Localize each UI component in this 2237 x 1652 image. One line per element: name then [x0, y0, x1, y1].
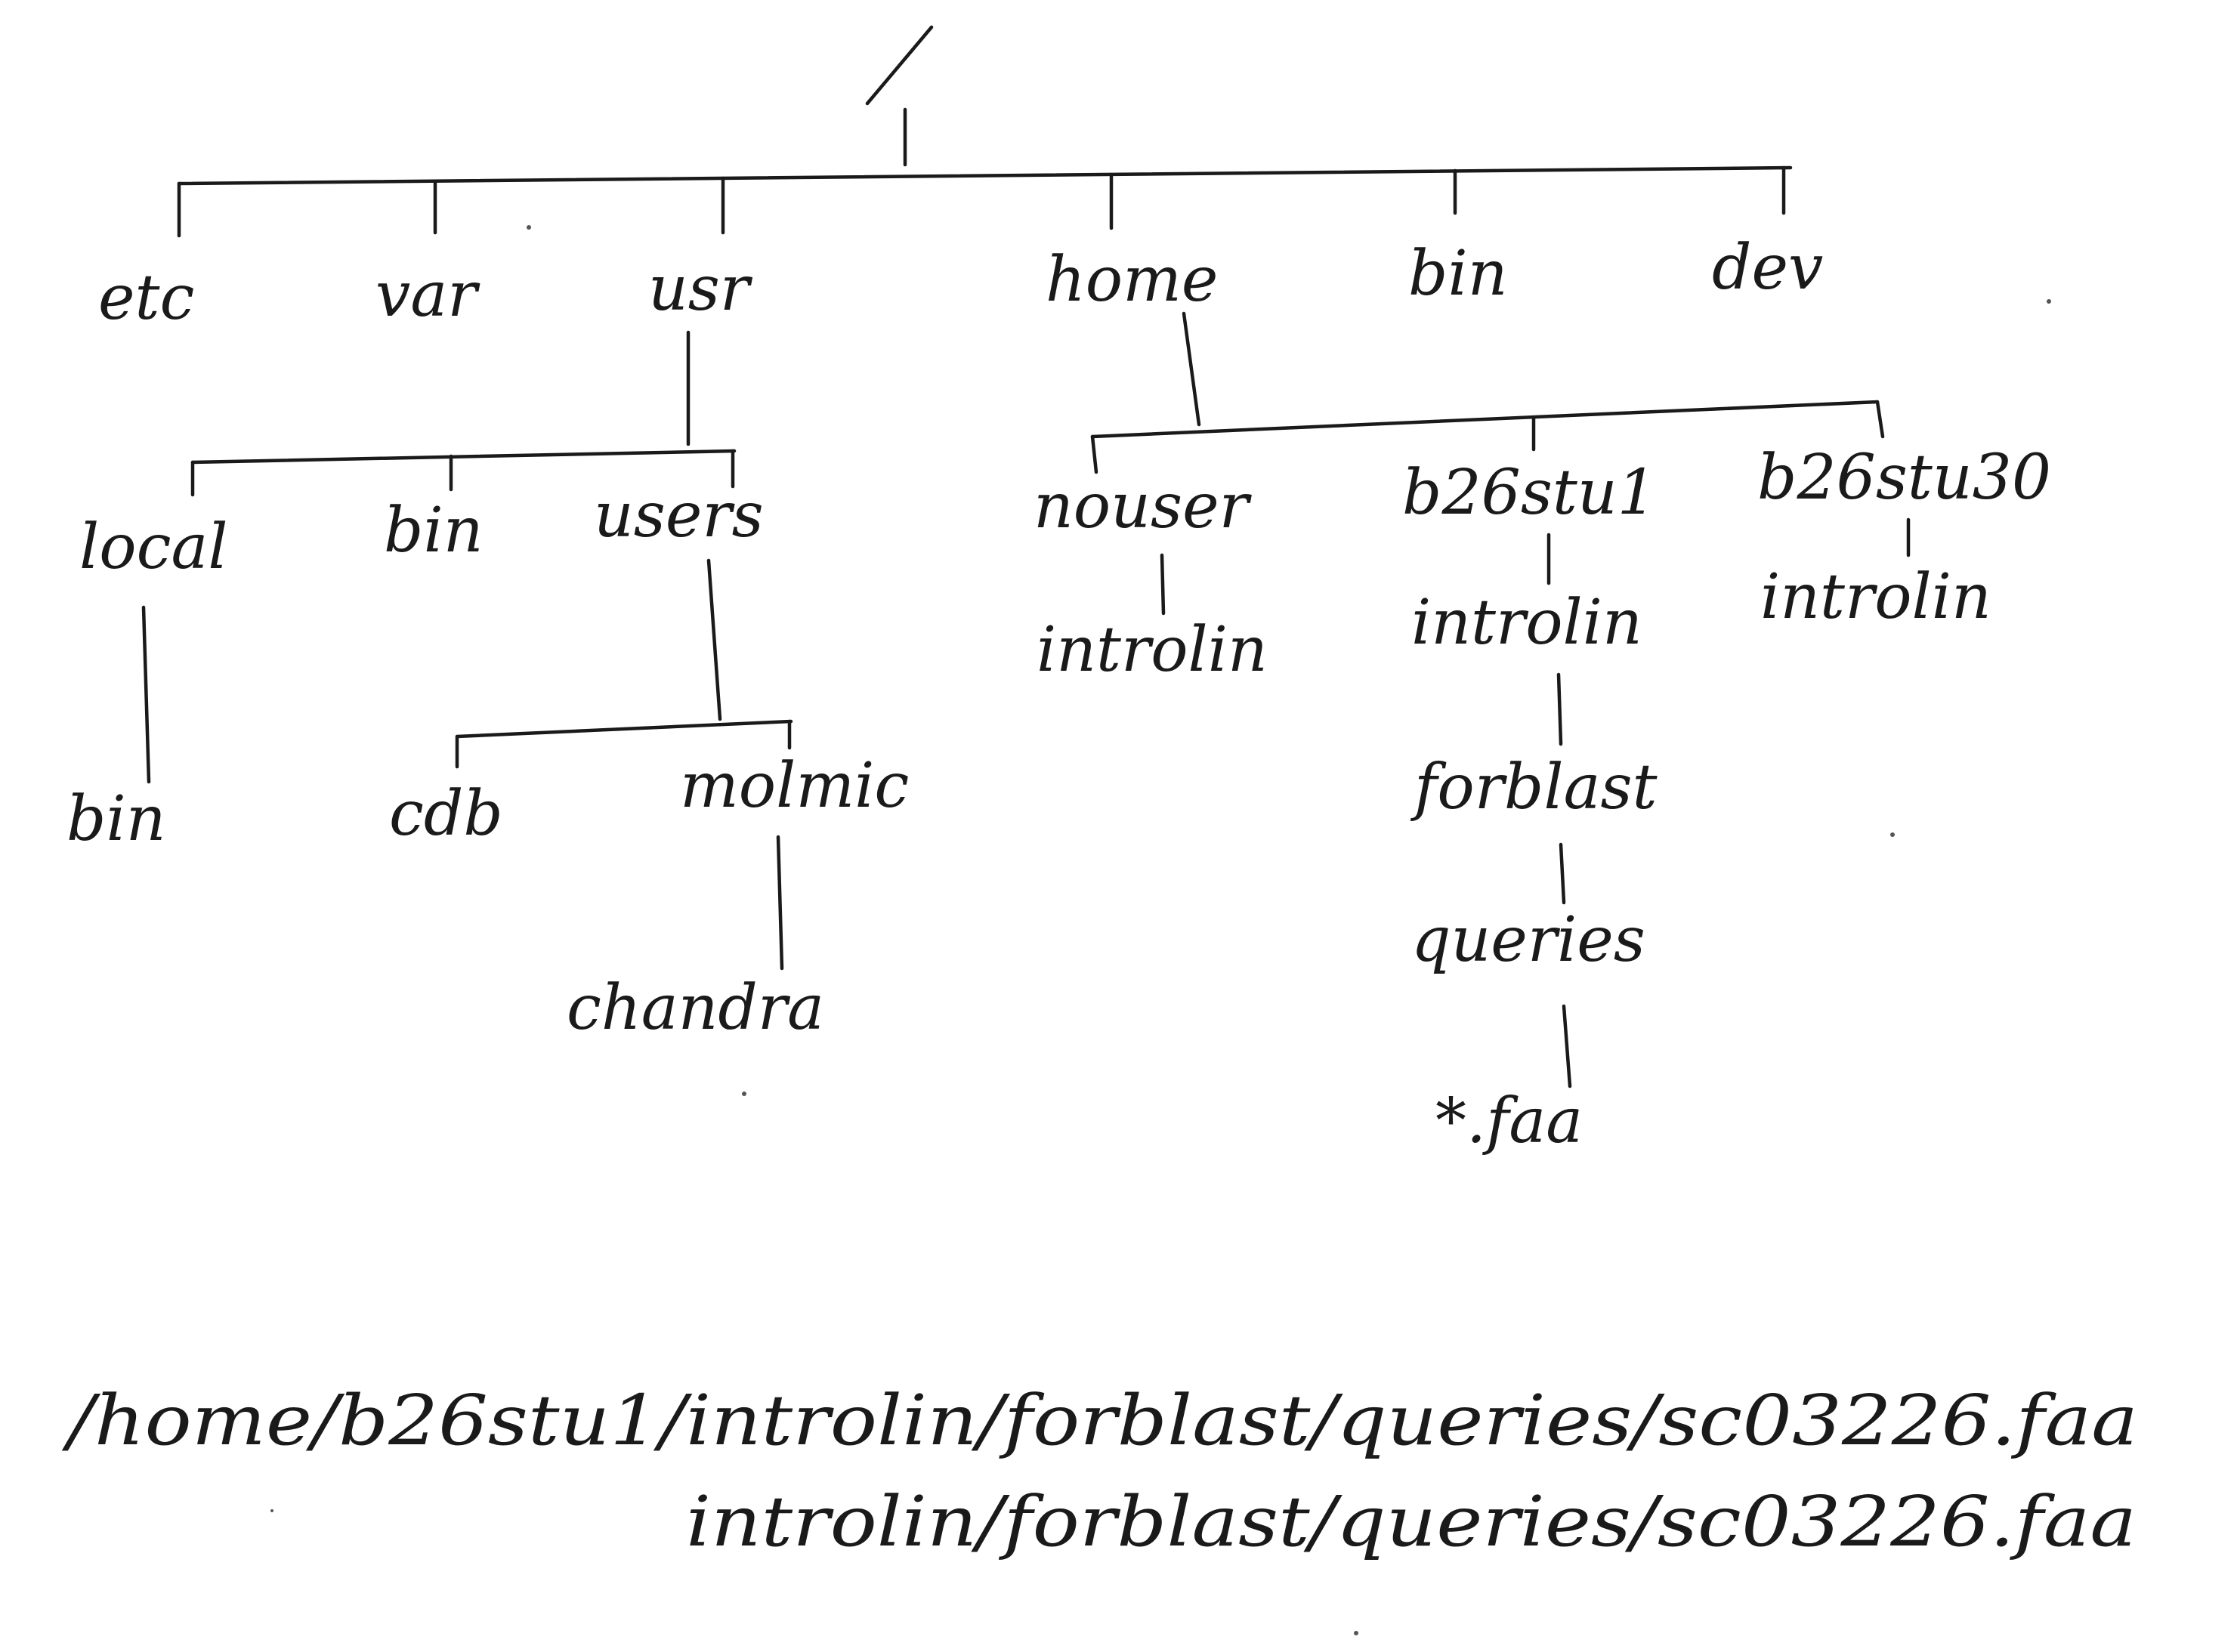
- node-b26stu30-introlin: introlin: [1760, 561, 1991, 633]
- connector-b26stu30: [1875, 400, 1885, 439]
- connector-home-down: [1182, 311, 1201, 427]
- scan-speckle: [270, 1509, 273, 1512]
- scan-speckle: [2047, 299, 2051, 304]
- node-bin: bin: [1408, 238, 1508, 310]
- node-molmic: molmic: [680, 750, 909, 822]
- connector-molmic-chandra: [776, 835, 784, 971]
- node-etc: etc: [98, 262, 194, 334]
- absolute-path-text: /home/b26stu1/introlin/forblast/queries/…: [61, 1380, 2138, 1461]
- node-usr-bin: bin: [384, 495, 484, 567]
- home-bus: [1090, 400, 1880, 439]
- connector-queries-faa: [1562, 1004, 1572, 1088]
- node-nouser-introlin: introlin: [1037, 614, 1268, 686]
- node-dev: dev: [1712, 232, 1823, 304]
- connector-introlin-forblast: [1556, 672, 1563, 746]
- connector-users-down: [706, 558, 722, 721]
- usr-bus: [190, 449, 737, 465]
- node-b26stu1: b26stu1: [1402, 457, 1657, 529]
- scan-speckle: [527, 225, 531, 230]
- scan-speckle: [1354, 1631, 1358, 1635]
- connector-nouser-introlin: [1160, 553, 1166, 616]
- node-usr: usr: [648, 253, 753, 325]
- node-local: local: [79, 511, 228, 583]
- node-faa: *.faa: [1435, 1085, 1583, 1157]
- relative-path-text: introlin/forblast/queries/sc03226.faa: [686, 1481, 2137, 1562]
- scan-speckle: [742, 1092, 746, 1096]
- connector-forblast-queries: [1559, 842, 1566, 905]
- node-chandra: chandra: [567, 972, 824, 1044]
- root-slash-stroke: [865, 25, 934, 106]
- node-var: var: [375, 259, 480, 331]
- node-users: users: [594, 480, 764, 551]
- node-home: home: [1046, 244, 1218, 316]
- node-b26stu1-introlin: introlin: [1411, 587, 1642, 659]
- node-queries: queries: [1411, 904, 1645, 976]
- node-forblast: forblast: [1410, 752, 1658, 823]
- users-bus: [455, 719, 793, 739]
- connector-local-bin: [141, 605, 151, 784]
- level1-bus: [177, 165, 1793, 186]
- node-local-bin: bin: [66, 783, 166, 855]
- node-nouser: nouser: [1034, 471, 1253, 542]
- node-cdb: cdb: [389, 778, 503, 850]
- connector-nouser: [1090, 434, 1098, 474]
- scan-speckle: [1890, 832, 1895, 837]
- node-b26stu30: b26stu30: [1757, 442, 2051, 514]
